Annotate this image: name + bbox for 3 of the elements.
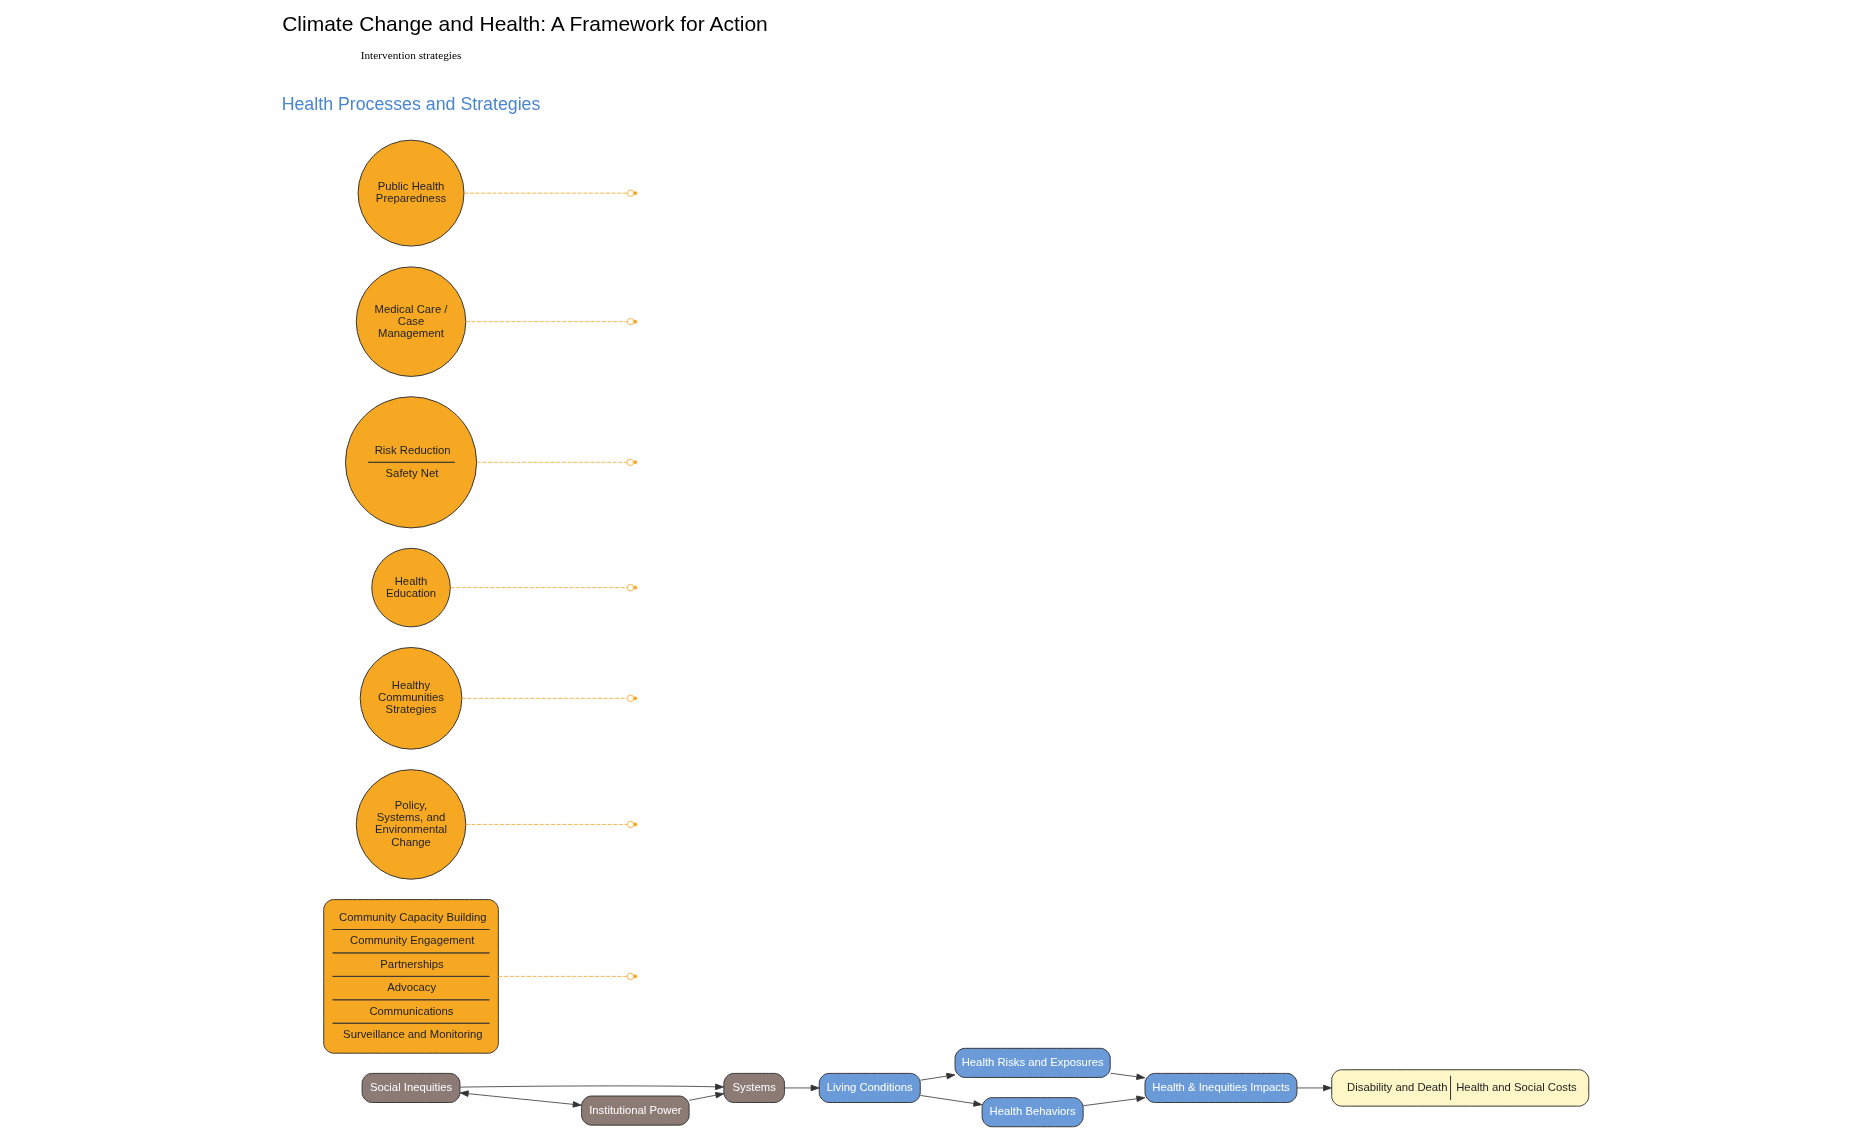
legend-label: Intervention strategies <box>360 48 462 61</box>
label: Health Processes and Strategies <box>281 93 541 114</box>
diagram-title: Climate Change and Health: A Framework for Action <box>282 12 768 36</box>
